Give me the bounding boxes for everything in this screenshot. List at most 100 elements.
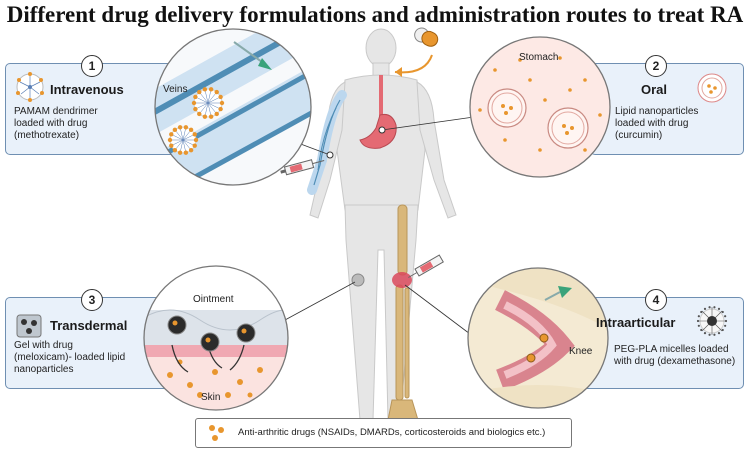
- oral-title: Oral: [641, 82, 668, 97]
- micelle-head: [721, 310, 724, 314]
- drug-dots-icon: [209, 425, 224, 441]
- description-line: nanoparticles: [14, 364, 74, 375]
- lipid-nanoparticle: [487, 88, 527, 128]
- knee-joint: [392, 272, 412, 288]
- dendrimer-branch: [207, 93, 216, 104]
- micelle-drug-particle: [526, 353, 536, 363]
- gel-nanoparticle-icon: [16, 314, 42, 338]
- drug-dot: [504, 111, 508, 115]
- description-line: Gel with drug: [14, 340, 73, 351]
- micelle-head: [700, 328, 703, 332]
- drug-dot: [218, 94, 223, 100]
- lipid-bilayer: [551, 111, 585, 145]
- micelle-head: [713, 333, 716, 336]
- micelle-head: [713, 306, 716, 309]
- drug-dot: [214, 111, 219, 117]
- drug-dot: [183, 150, 189, 155]
- description-line: loaded with drug: [14, 118, 88, 129]
- dendrimer-branch: [182, 135, 194, 141]
- lipid-nanoparticle: [547, 107, 589, 149]
- dendrimer-branch: [200, 102, 209, 113]
- knee-label: Knee: [569, 346, 593, 357]
- dendrimer-branch: [172, 139, 184, 145]
- skin-marker: [351, 273, 365, 287]
- drug-dot: [241, 328, 247, 334]
- micelle-head: [700, 310, 703, 314]
- skin-label: Skin: [201, 392, 221, 403]
- drug-dot: [192, 143, 197, 148]
- dendrimer-branch: [207, 91, 211, 104]
- micelle-head: [717, 332, 721, 335]
- syringe-knee-icon: [408, 254, 444, 278]
- legend-box: Anti-arthritic drugs (NSAIDs, DMARDs, co…: [195, 418, 572, 448]
- drug-dot: [172, 320, 178, 326]
- drug-dot: [202, 114, 208, 119]
- micelle-head: [724, 324, 727, 327]
- drug-dot: [193, 106, 198, 112]
- micelle-head: [721, 328, 724, 332]
- description-line: (curcumin): [615, 130, 663, 141]
- dendrimer-branch: [207, 97, 219, 104]
- drug-dot: [202, 87, 208, 92]
- dendrimer-branch: [180, 139, 184, 151]
- number-badge-3: 3: [81, 289, 103, 311]
- lipid-nanoparticle-icon: [697, 73, 727, 103]
- micelle-head: [717, 307, 721, 310]
- dendrimer-branch: [205, 102, 209, 115]
- dendrimer-branch: [175, 139, 184, 149]
- dendrimer-branch: [182, 129, 186, 141]
- drug-dot: [169, 143, 174, 148]
- micelle-head: [708, 306, 711, 309]
- intraarticular-description: PEG-PLA micelles loaded with drug (dexam…: [614, 344, 735, 368]
- micelle-head: [708, 333, 711, 336]
- micelle-drug-particle: [539, 333, 549, 343]
- dendrimer-branch: [207, 102, 211, 115]
- intravenous-title: Intravenous: [50, 82, 124, 97]
- ointment-label: Ointment: [193, 294, 234, 305]
- drug-dot: [565, 131, 569, 135]
- number-badge-1: 1: [81, 55, 103, 77]
- gel-nanoparticle: [200, 332, 220, 352]
- dendrimer-branch: [182, 131, 191, 141]
- drug-dot: [218, 106, 223, 112]
- drug-dot: [509, 106, 513, 110]
- drug-dot: [192, 132, 197, 137]
- gel-nanoparticle: [236, 323, 256, 343]
- dendrimer-branch: [205, 91, 209, 104]
- drug-dot: [191, 100, 197, 106]
- dendrimer-branch: [175, 131, 184, 141]
- stomach-organ: [359, 114, 397, 149]
- micelle-head: [697, 315, 700, 318]
- drug-dot: [169, 132, 174, 137]
- dendrimer-branch: [182, 139, 186, 151]
- drug-dot: [208, 87, 214, 92]
- description-line: PAMAM dendrimer: [14, 106, 98, 117]
- dendrimer-branch: [207, 102, 216, 113]
- drug-dot: [167, 137, 173, 143]
- gel-nanoparticle: [167, 315, 187, 335]
- veins-label: Veins: [163, 84, 188, 95]
- drug-dot: [193, 94, 198, 100]
- micelle-icon: [698, 307, 726, 335]
- description-line: (meloxicam)- loaded lipid: [14, 352, 126, 363]
- intravenous-description: PAMAM dendrimer loaded with drug (methot…: [14, 106, 98, 142]
- drug-dot: [208, 114, 214, 119]
- syringe-arm-icon: [280, 159, 325, 176]
- dendrimer-branch: [197, 97, 209, 104]
- drug-dot: [172, 147, 178, 153]
- drug-dot: [219, 100, 225, 106]
- description-line: loaded with drug: [615, 118, 689, 129]
- micelle-head: [696, 319, 700, 323]
- number-badge-4: 4: [645, 289, 667, 311]
- page-title: Different drug delivery formulations and…: [6, 2, 744, 27]
- micelle-head: [724, 319, 728, 323]
- drug-dot: [197, 111, 202, 117]
- transdermal-description: Gel with drug (meloxicam)- loaded lipid …: [14, 340, 125, 376]
- drug-dot: [177, 150, 183, 155]
- micelle-head: [703, 307, 707, 310]
- description-line: PEG-PLA micelles loaded: [614, 344, 729, 355]
- dendrimer-branch: [197, 102, 209, 109]
- drug-dot: [570, 126, 574, 130]
